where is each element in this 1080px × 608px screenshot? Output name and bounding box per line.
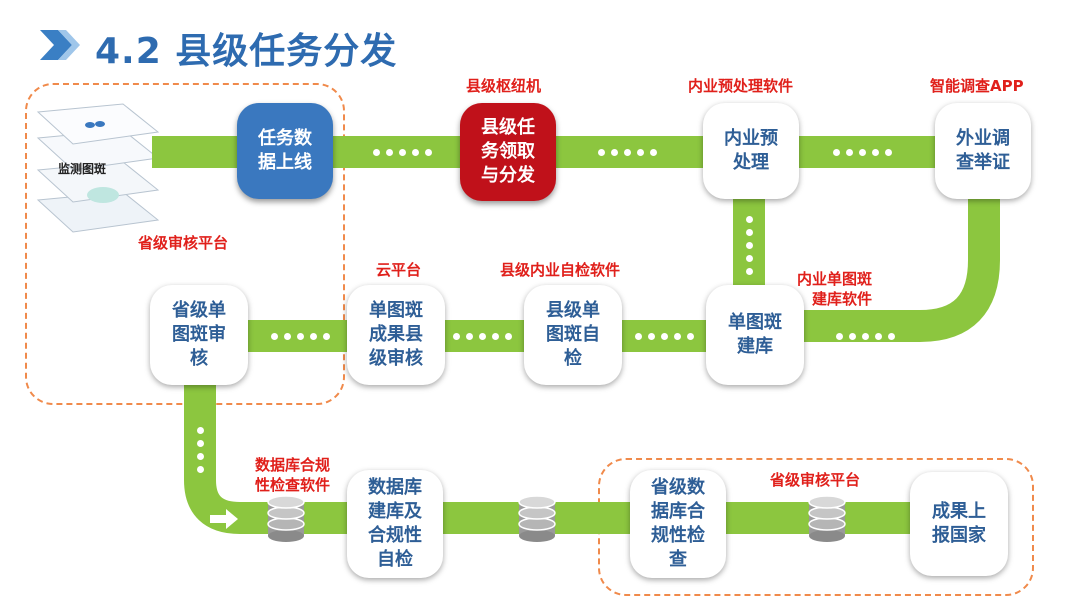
node-db-build-check[interactable]: 数据库 建库及 合规性 自检 — [347, 470, 443, 578]
page-title: 4.2 县级任务分发 — [95, 31, 398, 72]
dots-3 — [815, 136, 910, 168]
dots-2 — [580, 136, 675, 168]
node-pre-process[interactable]: 内业预 处理 — [703, 103, 799, 199]
label-hub: 县级枢纽机 — [466, 77, 542, 95]
node-task-online[interactable]: 任务数 据上线 — [237, 103, 333, 199]
arrow-right-icon — [210, 509, 238, 529]
node-province-db-check[interactable]: 省级数 据库合 规性检 查 — [630, 470, 726, 578]
map-layers-icon — [36, 103, 160, 233]
node-build-db[interactable]: 单图斑 建库 — [706, 285, 804, 385]
label-build-sw: 内业单图斑 建库软件 — [797, 270, 873, 308]
dots-vertical-left — [184, 412, 216, 487]
dots-7 — [820, 320, 910, 352]
map-stack-label: 监测图斑 — [58, 162, 107, 176]
database-icon — [518, 495, 556, 542]
database-icon — [267, 495, 305, 542]
label-app: 智能调查APP — [930, 77, 1024, 95]
label-preprocess: 内业预处理软件 — [688, 77, 794, 95]
node-cloud-review[interactable]: 单图斑 成果县 级审核 — [347, 285, 445, 385]
node-self-check[interactable]: 县级单 图斑自 检 — [524, 285, 622, 385]
database-icon — [808, 495, 846, 542]
chevron-right-icon — [40, 30, 80, 60]
dots-6 — [622, 320, 707, 352]
label-self-check-sw: 县级内业自检软件 — [500, 261, 621, 279]
node-field-survey[interactable]: 外业调 查举证 — [935, 103, 1031, 199]
label-province-bottom: 省级审核平台 — [770, 471, 861, 489]
label-cloud: 云平台 — [376, 261, 422, 279]
dots-4 — [258, 320, 343, 352]
node-county-task[interactable]: 县级任 务领取 与分发 — [460, 103, 556, 201]
dots-5 — [440, 320, 525, 352]
pipe-curve-left — [184, 380, 380, 534]
dots-1 — [355, 136, 450, 168]
pipe-curve-right — [770, 190, 1000, 342]
node-province-review[interactable]: 省级单 图斑审 核 — [150, 285, 248, 385]
dots-vertical-mid — [733, 205, 765, 285]
label-db-check-sw: 数据库合规 性检查软件 — [255, 456, 331, 494]
node-report-nation[interactable]: 成果上 报国家 — [910, 472, 1008, 576]
label-province-top: 省级审核平台 — [138, 234, 229, 252]
